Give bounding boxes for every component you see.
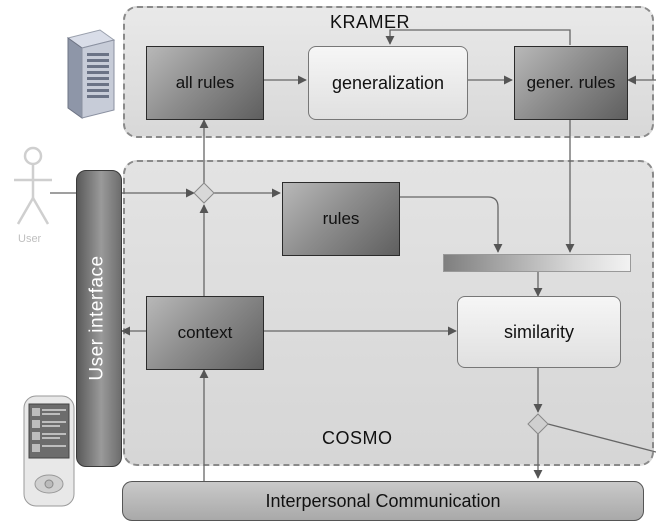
server-icon [66, 29, 116, 119]
gener-rules-box: gener. rules [514, 46, 628, 120]
user-interface-label: User interface [87, 254, 108, 381]
pda-icon [23, 395, 75, 507]
merge-bar [443, 254, 631, 272]
cosmo-title: COSMO [322, 428, 393, 448]
kramer-title: KRAMER [330, 12, 411, 32]
user-interface-bar [76, 170, 122, 467]
generalization-box: generalization [308, 46, 468, 120]
user-icon [14, 146, 52, 225]
all-rules-box: all rules [146, 46, 264, 120]
user-label: User [18, 233, 42, 245]
user-interface-label-wrap: User interface [76, 170, 120, 465]
rules-box: rules [282, 182, 400, 256]
similarity-box: similarity [457, 296, 621, 368]
context-box: context [146, 296, 264, 370]
interpersonal-communication-bar: Interpersonal Communication [122, 481, 644, 521]
